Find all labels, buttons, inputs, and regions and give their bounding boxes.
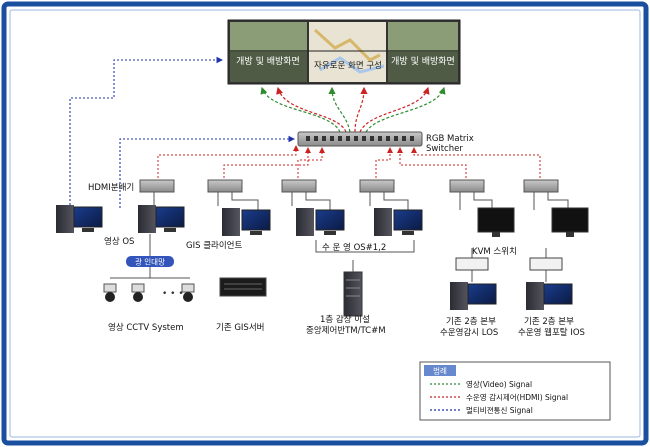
existing-left-label-2: 수운영감시 LOS xyxy=(440,327,498,338)
cctv-system-label: 영상 CCTV System xyxy=(108,322,184,333)
cctv-camera-icon xyxy=(103,283,117,302)
os-group-bracket xyxy=(315,240,415,253)
gis-server-label: 기존 GIS서버 xyxy=(216,322,264,333)
ellipsis: • • • xyxy=(162,289,184,299)
workstations xyxy=(56,205,589,317)
cctv-cameras: 광 인대망 • • • xyxy=(103,234,195,302)
video-os-label: 영상 OS xyxy=(104,236,134,247)
existing-left-label-1: 기존 2층 본부 xyxy=(446,317,496,327)
kvm-switch-label: KVM 스위치 xyxy=(472,247,517,257)
wall-signal-lines xyxy=(260,86,446,133)
legend-item-video: 영상(Video) Signal xyxy=(466,379,532,389)
cctv-camera-icon xyxy=(131,283,145,302)
inner-border xyxy=(9,9,641,438)
workstation-os-1 xyxy=(296,208,345,236)
existing-right-label-1: 기존 2층 본부 xyxy=(524,317,574,327)
video-wall: 개방 및 배방화면 자유로운 화면 구성 개방 및 배방화면 xyxy=(227,19,461,85)
switcher-label-1: RGB Matrix xyxy=(426,134,474,144)
multivision-lines xyxy=(69,56,296,208)
cctv-camera-icon xyxy=(181,283,195,302)
wall-left-label: 개방 및 배방화면 xyxy=(236,55,300,67)
hdmi-lines xyxy=(157,145,541,178)
legend-title: 범례 xyxy=(433,366,447,376)
kvm-monitor-left xyxy=(477,207,515,237)
rgb-matrix-switcher: RGB Matrix Switcher xyxy=(297,131,474,154)
central-label-1: 1층 감상 이설 xyxy=(320,314,370,325)
network-badge-label: 광 인대망 xyxy=(135,257,165,267)
kvm-switch-right xyxy=(529,257,563,271)
os-group-label: 수 운 영 OS#1,2 xyxy=(322,242,386,253)
kvm-switch-left xyxy=(455,257,489,271)
wall-center-label: 자유로운 화면 구성 xyxy=(314,60,382,71)
workstation-gis-client xyxy=(222,208,271,236)
gis-server xyxy=(219,277,267,297)
existing-right-label-2: 수운영 웹포탈 IOS xyxy=(518,327,585,338)
hdmi-splitter-box xyxy=(139,179,175,193)
central-label-2: 중앙제어반TM/TC#M xyxy=(306,325,386,336)
network-badge xyxy=(126,256,174,267)
kvm-monitor-right xyxy=(551,207,589,237)
gis-client-label: GIS 클라이언트 xyxy=(186,240,242,251)
workstation-os-2 xyxy=(374,208,423,236)
hdmi-splitter-label: HDMI분배기 xyxy=(88,183,134,193)
legend-item-multivision: 멀티비젼통신 Signal xyxy=(466,405,533,415)
central-control-rack xyxy=(343,271,363,317)
legend-item-hdmi: 수운영 감시제어(HDMI) Signal xyxy=(466,392,568,402)
wall-right-label: 개방 및 배방화면 xyxy=(391,55,455,67)
map-screen-center xyxy=(309,22,386,82)
workstation-video-left xyxy=(56,205,103,233)
splitter-boxes xyxy=(139,179,559,193)
workstation-existing-right xyxy=(526,282,573,310)
workstation-video-os xyxy=(138,205,185,233)
switcher-label-2: Switcher xyxy=(426,144,463,154)
legend: 범례 영상(Video) Signal 수운영 감시제어(HDMI) Signa… xyxy=(419,361,611,421)
legend-title-box xyxy=(424,365,456,376)
connector-lines xyxy=(153,192,569,282)
workstation-existing-left xyxy=(450,282,497,310)
